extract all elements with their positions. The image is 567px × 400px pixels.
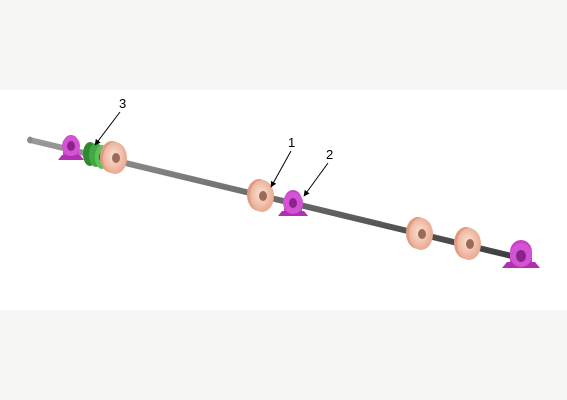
background-band-bottom <box>0 310 567 400</box>
callout-label-3: 3 <box>119 96 126 111</box>
callout-label-1: 1 <box>288 135 295 150</box>
disc-4 <box>454 227 481 260</box>
callout-label-2: 2 <box>326 147 333 162</box>
callout-2: 2 <box>303 147 333 197</box>
disc-1 <box>100 141 127 174</box>
background-band-top <box>0 0 567 90</box>
bearing-pedestal-left <box>58 135 84 160</box>
bearing-pedestal-middle <box>278 190 308 216</box>
callout-1: 1 <box>270 135 295 188</box>
callout-3: 3 <box>94 96 126 146</box>
disc-2 <box>247 179 274 212</box>
bearing-pedestal-right <box>502 240 540 268</box>
disc-3 <box>406 217 433 250</box>
